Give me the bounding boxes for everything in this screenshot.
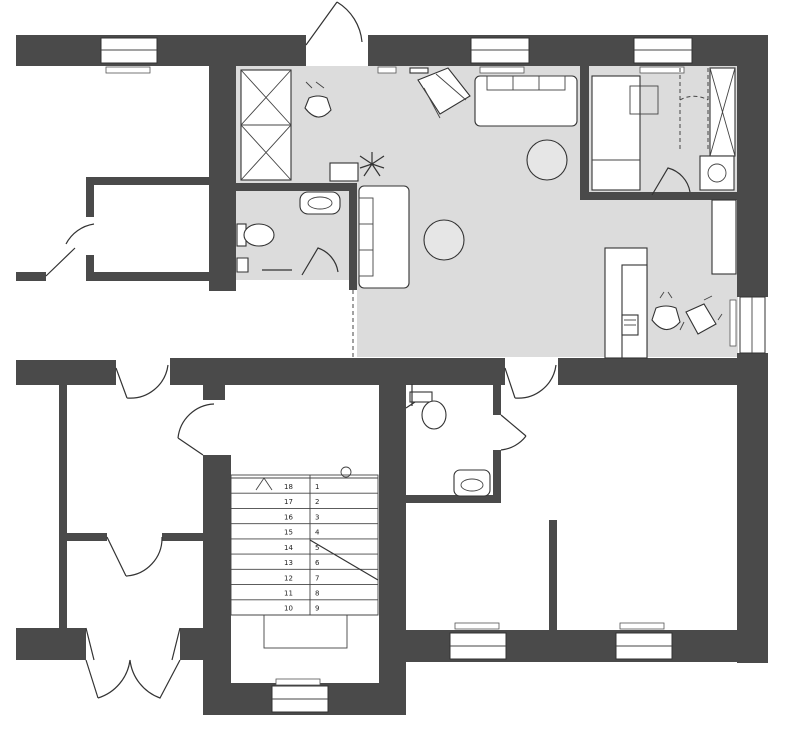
round-table	[423, 219, 465, 261]
radiator	[729, 299, 737, 347]
sink-icon	[453, 469, 491, 497]
door	[305, 1, 363, 46]
armchair-icon	[417, 67, 471, 119]
doors	[45, 1, 691, 699]
person-icon	[304, 81, 332, 118]
desk	[621, 264, 648, 359]
stair-start-marker	[340, 466, 352, 478]
stair-step-number: 2	[315, 498, 319, 506]
stair-landing	[263, 614, 348, 649]
door	[651, 167, 691, 196]
window	[633, 37, 693, 64]
window	[100, 37, 158, 64]
radiators	[105, 66, 737, 686]
furniture	[236, 67, 737, 497]
stair-step-number: 3	[315, 513, 319, 521]
toilet-icon	[409, 391, 447, 430]
stair-step-number: 6	[315, 559, 320, 567]
stair-step-number: 10	[284, 605, 293, 613]
stair-step-number: 18	[284, 483, 293, 491]
stair-step-number: 9	[315, 605, 319, 613]
door	[504, 364, 557, 399]
stair-treads	[231, 477, 378, 616]
stair-step-number: 8	[315, 590, 319, 598]
door	[500, 414, 527, 451]
stair-step-number: 13	[284, 559, 293, 567]
stair-step-number: 4	[315, 529, 320, 537]
door	[106, 536, 163, 577]
toilet-icon	[236, 223, 275, 247]
stair-step-number: 11	[284, 590, 293, 598]
stair-outline	[230, 474, 379, 616]
stair-step-number: 12	[284, 574, 293, 582]
washing-machine-icon	[699, 155, 735, 191]
office-chair-icon	[679, 295, 723, 335]
sofa-icon	[358, 185, 410, 289]
radiator	[454, 622, 500, 630]
round-table	[526, 139, 568, 181]
door	[177, 403, 215, 456]
radiator	[275, 678, 321, 686]
side-table	[329, 162, 359, 182]
stair-cut-line	[309, 539, 379, 581]
stair-step-number: 1	[315, 483, 319, 491]
radiator	[105, 66, 151, 74]
door	[301, 247, 339, 276]
radiator	[479, 66, 525, 74]
window	[739, 296, 766, 354]
shelf	[409, 67, 429, 74]
person-icon	[651, 291, 681, 331]
sink-icon	[299, 191, 341, 215]
laptop-icon	[621, 314, 639, 336]
stair-step-number: 17	[284, 498, 293, 506]
radiator	[639, 66, 685, 74]
stair-direction-arrow	[255, 477, 273, 491]
window	[470, 37, 530, 64]
stair-step-number: 16	[284, 513, 293, 521]
door	[45, 223, 95, 277]
stair-step-number: 14	[284, 544, 293, 552]
cabinet	[711, 199, 737, 275]
trash-bin-icon	[236, 257, 249, 273]
radiator	[377, 66, 397, 74]
plant-icon	[359, 152, 385, 177]
stair-step-number: 7	[315, 574, 319, 582]
stair-left-numbers: 18 17 16 15 14 13 12 11 10	[284, 483, 293, 613]
radiator	[619, 622, 665, 630]
door-frame	[85, 627, 181, 661]
bed-icon	[591, 75, 641, 191]
door	[115, 364, 169, 399]
sofa-icon	[474, 75, 578, 127]
door	[85, 659, 181, 699]
stair-step-number: 5	[315, 544, 319, 552]
windows	[100, 37, 766, 713]
stair-step-number: 15	[284, 529, 293, 537]
stair-right-numbers: 1 2 3 4 5 6 7 8 9	[315, 483, 320, 613]
